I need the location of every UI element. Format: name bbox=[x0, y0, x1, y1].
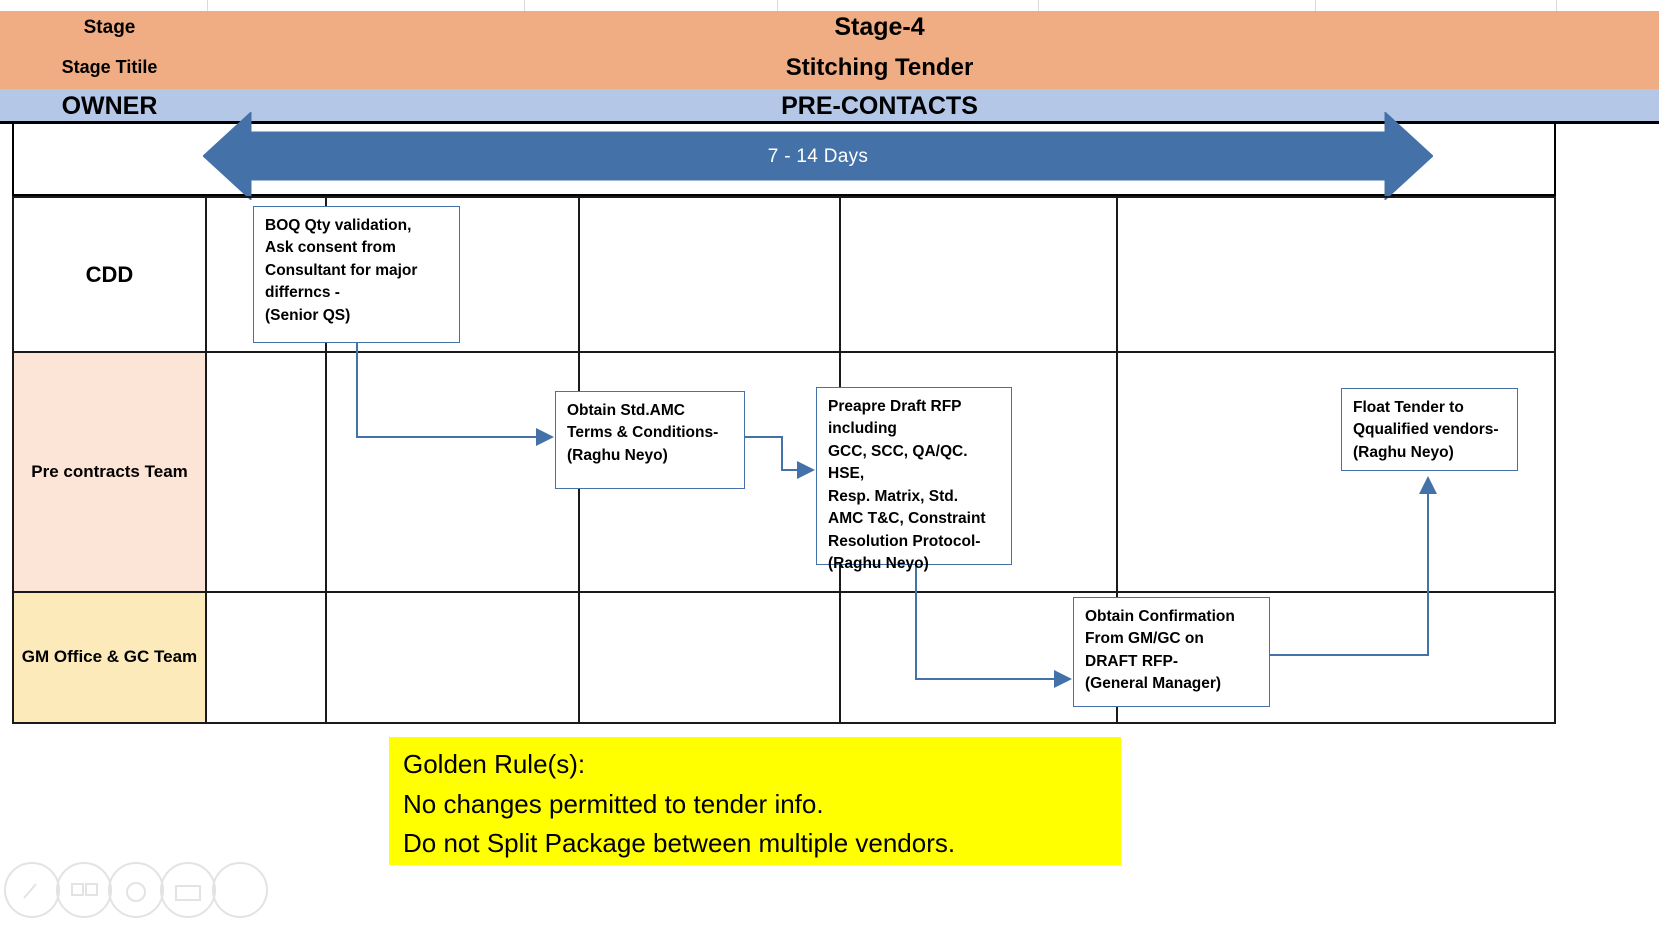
duration-label: 7 - 14 Days bbox=[767, 146, 869, 167]
process-box-boq-validation[interactable]: BOQ Qty validation, Ask consent from Con… bbox=[253, 206, 460, 343]
owner-header-band: OWNER PRE-CONTACTS bbox=[0, 89, 1659, 124]
stage-title: Stitching Tender bbox=[785, 54, 974, 81]
stage-title-row-label: Stage Titile bbox=[61, 57, 158, 77]
process-box-obtain-confirmation[interactable]: Obtain Confirmation From GM/GC on DRAFT … bbox=[1073, 597, 1270, 707]
spreadsheet-top-gridlines bbox=[0, 0, 1667, 11]
lane-cdd: CDD bbox=[14, 198, 1554, 353]
duration-double-arrow-icon bbox=[203, 112, 1433, 200]
stage-number: Stage-4 bbox=[834, 13, 925, 41]
layout-icon[interactable] bbox=[56, 862, 112, 918]
stage-row-label: Stage bbox=[83, 17, 136, 38]
owner-value: PRE-CONTACTS bbox=[781, 92, 978, 120]
process-box-prepare-draft-rfp[interactable]: Preapre Draft RFP including GCC, SCC, QA… bbox=[816, 387, 1012, 572]
lane-label-cdd: CDD bbox=[14, 198, 207, 351]
process-box-obtain-amc-terms[interactable]: Obtain Std.AMC Terms & Conditions- (Ragh… bbox=[555, 391, 745, 489]
stage-header-band: Stage Stage Titile Stage-4 Stitching Ten… bbox=[0, 11, 1659, 89]
owner-label: OWNER bbox=[61, 92, 158, 120]
golden-rules-note: Golden Rule(s): No changes permitted to … bbox=[389, 737, 1121, 865]
lane-label-pre-contracts-team: Pre contracts Team bbox=[14, 353, 207, 591]
lane-gm-office-gc-team: GM Office & GC Team bbox=[14, 593, 1554, 722]
process-box-float-tender[interactable]: Float Tender to Qqualified vendors- (Rag… bbox=[1341, 388, 1518, 471]
swimlane-grid: CDD Pre contracts Team GM Office & GC Te… bbox=[12, 196, 1556, 724]
note-icon[interactable] bbox=[160, 862, 216, 918]
lane-pre-contracts-team: Pre contracts Team bbox=[14, 353, 1554, 593]
circle-icon[interactable] bbox=[212, 862, 268, 918]
pen-icon[interactable] bbox=[4, 862, 60, 918]
stamp-icon[interactable] bbox=[108, 862, 164, 918]
bottom-toolbar bbox=[4, 862, 268, 936]
lane-label-gm-office-gc-team: GM Office & GC Team bbox=[14, 593, 207, 722]
